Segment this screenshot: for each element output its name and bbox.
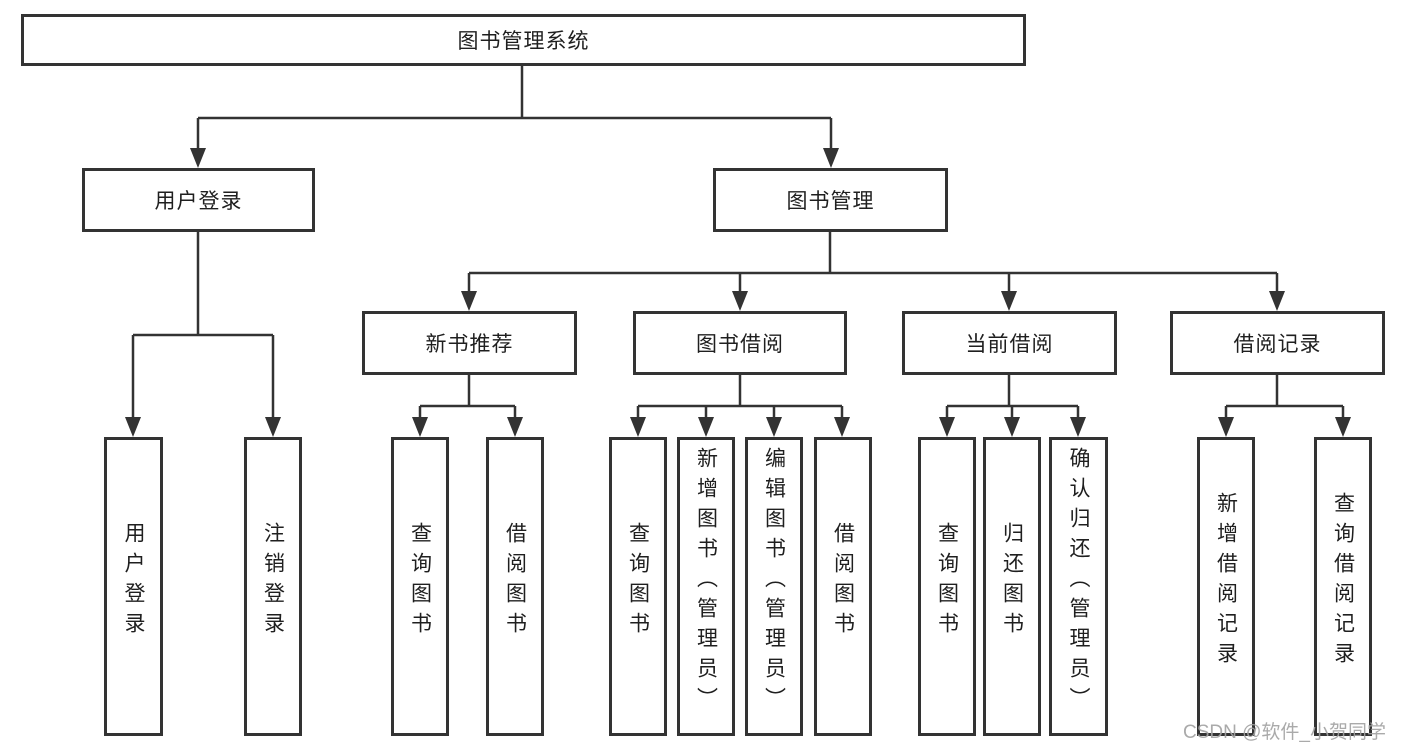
leaf-user-login: 用户登录 (104, 437, 163, 736)
leaf-bb-edit-books-admin: 编辑图书（管理员） (745, 437, 803, 736)
leaf-user-login-label: 用户登录 (122, 521, 145, 642)
node-borrow-records-label: 借阅记录 (1233, 333, 1322, 356)
node-library-system-label: 图书管理系统 (457, 30, 590, 53)
leaf-cb-return-books-label: 归还图书 (1000, 521, 1024, 642)
leaf-cb-query-books: 查询图书 (918, 437, 976, 736)
node-book-management: 图书管理 (713, 168, 948, 232)
node-current-borrow-label: 当前借阅 (965, 333, 1054, 356)
leaf-bb-edit-books-admin-label: 编辑图书（管理员） (762, 446, 786, 717)
node-user-login-label: 用户登录 (154, 190, 243, 213)
leaf-br-query-record: 查询借阅记录 (1314, 437, 1372, 736)
leaf-cb-query-books-label: 查询图书 (935, 521, 959, 642)
node-new-book-recommend: 新书推荐 (362, 311, 577, 375)
leaf-logout-label: 注销登录 (261, 521, 285, 642)
leaf-nbr-query-books: 查询图书 (391, 437, 449, 736)
leaf-cb-confirm-return-admin: 确认归还（管理员） (1049, 437, 1108, 736)
leaf-br-add-record: 新增借阅记录 (1197, 437, 1255, 736)
leaf-cb-return-books: 归还图书 (983, 437, 1041, 736)
watermark: CSDN @软件_小贺同学 (1183, 722, 1386, 743)
node-new-book-recommend-label: 新书推荐 (425, 333, 514, 356)
leaf-br-query-record-label: 查询借阅记录 (1331, 491, 1355, 672)
node-user-login: 用户登录 (82, 168, 315, 232)
node-current-borrow: 当前借阅 (902, 311, 1117, 375)
leaf-logout: 注销登录 (244, 437, 302, 736)
node-book-borrow-label: 图书借阅 (696, 333, 784, 356)
node-borrow-records: 借阅记录 (1170, 311, 1385, 375)
leaf-cb-confirm-return-admin-label: 确认归还（管理员） (1067, 446, 1090, 717)
leaf-bb-add-books-admin-label: 新增图书（管理员） (694, 446, 718, 717)
leaf-bb-query-books-label: 查询图书 (626, 521, 650, 642)
node-book-borrow: 图书借阅 (633, 311, 847, 375)
leaf-nbr-query-books-label: 查询图书 (408, 521, 432, 642)
leaf-bb-borrow-books-label: 借阅图书 (831, 521, 855, 642)
leaf-nbr-borrow-books: 借阅图书 (486, 437, 544, 736)
leaf-nbr-borrow-books-label: 借阅图书 (503, 521, 527, 642)
node-library-system: 图书管理系统 (21, 14, 1026, 66)
leaf-br-add-record-label: 新增借阅记录 (1214, 491, 1238, 672)
node-book-management-label: 图书管理 (786, 190, 875, 213)
leaf-bb-borrow-books: 借阅图书 (814, 437, 872, 736)
leaf-bb-add-books-admin: 新增图书（管理员） (677, 437, 735, 736)
leaf-bb-query-books: 查询图书 (609, 437, 667, 736)
